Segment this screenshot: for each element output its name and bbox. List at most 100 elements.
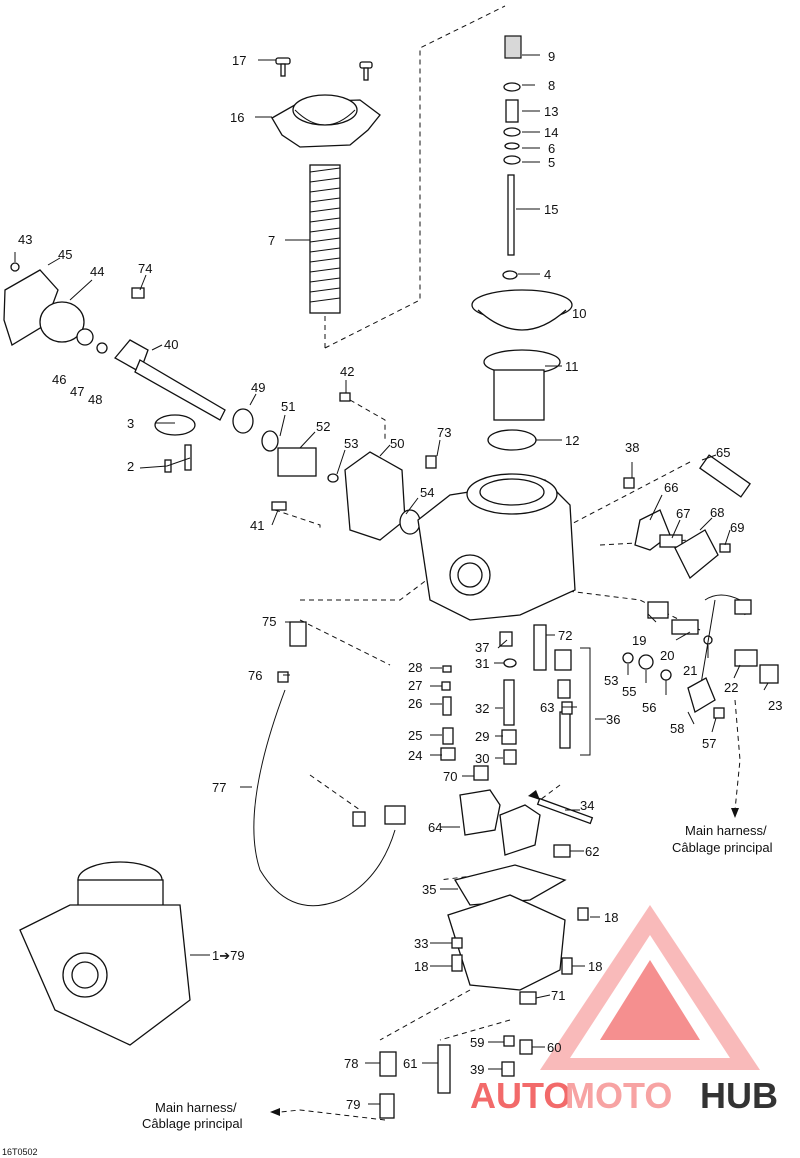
leader-lines: [14, 54, 769, 1105]
parts-right: [622, 509, 779, 719]
spring-20: [671, 619, 699, 635]
watermark-hub: HUB: [700, 1075, 778, 1116]
label-45: 45: [58, 247, 72, 262]
label-47: 47: [70, 384, 84, 399]
label-69: 69: [730, 520, 744, 535]
seal-49: [232, 408, 254, 434]
seal-46: [76, 328, 94, 346]
label-71: 71: [551, 988, 565, 1003]
screw-63: [561, 701, 573, 715]
label-33: 33: [414, 936, 428, 951]
label-40: 40: [164, 337, 178, 352]
label-4: 4: [544, 267, 551, 282]
label-35: 35: [422, 882, 436, 897]
label-79: 79: [346, 1097, 360, 1112]
label-58: 58: [670, 721, 684, 736]
washer-47: [96, 342, 108, 354]
label-38: 38: [625, 440, 639, 455]
label-18c: 18: [588, 959, 602, 974]
label-50: 50: [390, 436, 404, 451]
label-78: 78: [344, 1056, 358, 1071]
watermark-moto: MOTO: [565, 1075, 672, 1116]
screw-33: [451, 937, 463, 949]
cable-77: [253, 689, 396, 907]
carb-assembly: [19, 861, 191, 1046]
label-63: 63: [540, 700, 554, 715]
label-22: 22: [724, 680, 738, 695]
hose-65: [699, 454, 751, 498]
clip-76: [277, 671, 289, 683]
label-21: 21: [683, 663, 697, 678]
screw-43: [10, 262, 20, 272]
tube-61: [437, 1044, 451, 1094]
spring-13: [505, 99, 519, 123]
plug-9: [504, 35, 522, 59]
note-harness-right-1: Main harness/: [685, 823, 767, 838]
oring-31: [503, 658, 517, 668]
label-76: 76: [248, 668, 262, 683]
part-27: [441, 681, 451, 691]
sensor-79: [379, 1093, 395, 1119]
label-23: 23: [768, 698, 782, 713]
screw-69: [719, 543, 731, 553]
screw-38: [623, 477, 635, 489]
screw-72: [533, 624, 547, 671]
washer-5: [503, 155, 521, 165]
needle-15: [507, 174, 515, 256]
screw-62: [553, 844, 571, 858]
parts-bottom: [379, 864, 589, 1119]
connector-22: [734, 649, 758, 667]
label-74: 74: [138, 261, 152, 276]
gasket-44: [39, 301, 85, 343]
part-28: [442, 665, 452, 673]
label-75: 75: [262, 614, 276, 629]
gasket-35: [453, 864, 567, 906]
screw-39: [501, 1061, 515, 1077]
spring-67: [659, 534, 683, 548]
spring-26: [442, 696, 452, 716]
jet-70: [473, 765, 489, 781]
bushing-51: [261, 430, 279, 452]
clip-6: [504, 142, 520, 150]
plug-73: [425, 455, 437, 469]
note-harness-left-1: Main harness/: [155, 1100, 237, 1115]
spring-75: [289, 621, 307, 647]
screw-74: [131, 287, 145, 299]
parts-left: [3, 262, 421, 541]
label-15: 15: [544, 202, 558, 217]
slide-11: [483, 349, 561, 421]
parts-middle: [253, 621, 594, 907]
pin-34: [536, 797, 594, 825]
label-18a: 18: [604, 910, 618, 925]
cap-23: [759, 664, 779, 684]
valve-36b: [557, 679, 571, 699]
nut: [352, 811, 366, 827]
note-harness-right-2: Câblage principal: [672, 840, 773, 855]
label-17: 17: [232, 53, 246, 68]
label-77: 77: [212, 780, 226, 795]
label-24: 24: [408, 748, 422, 763]
label-72: 72: [558, 628, 572, 643]
label-19: 19: [632, 633, 646, 648]
cable-end: [384, 805, 406, 825]
jet-37: [499, 631, 513, 647]
clip-78: [379, 1051, 397, 1077]
label-66: 66: [664, 480, 678, 495]
housing-50: [344, 451, 406, 541]
float-64: [459, 789, 501, 836]
label-68: 68: [710, 505, 724, 520]
label-48: 48: [88, 392, 102, 407]
label-49: 49: [251, 380, 265, 395]
label-62: 62: [585, 844, 599, 859]
valve-19: [647, 601, 669, 619]
label-55: 55: [622, 684, 636, 699]
washer-56: [660, 669, 672, 681]
label-13: 13: [544, 104, 558, 119]
label-14: 14: [544, 125, 558, 140]
spring-52: [277, 447, 317, 477]
label-53b: 53: [604, 673, 618, 688]
label-32: 32: [475, 701, 489, 716]
label-51: 51: [281, 399, 295, 414]
needle-25: [442, 727, 454, 745]
